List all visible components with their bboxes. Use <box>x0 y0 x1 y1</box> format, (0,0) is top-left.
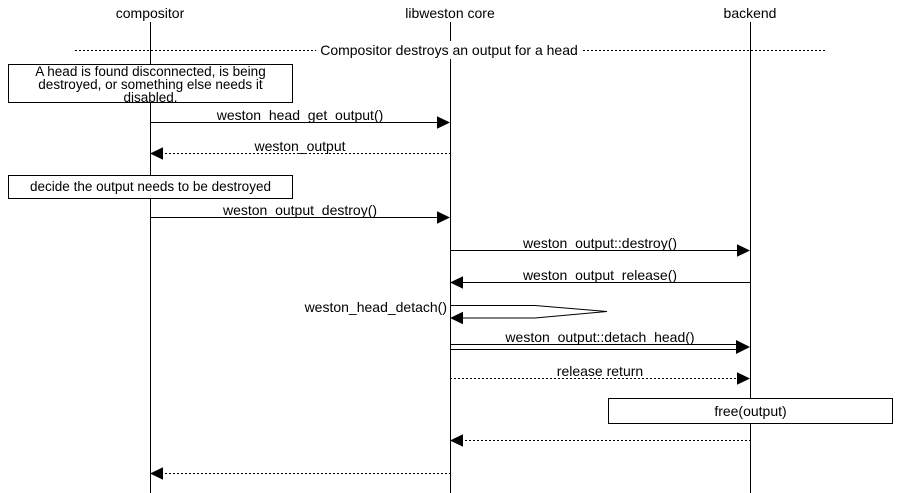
divider-label: Compositor destroys an output for a head <box>316 41 582 59</box>
arrow-weston-output-detach-head <box>450 340 750 354</box>
label-weston-output-vfunc-destroy: weston_output::destroy() <box>522 235 678 251</box>
label-weston-head-detach: weston_head_detach() <box>304 299 447 315</box>
arrow-weston-head-get-output <box>150 116 450 129</box>
note-line: decide the output needs to be destroyed <box>30 179 271 194</box>
label-weston-output-release: weston_output_release() <box>522 267 678 283</box>
arrow-weston-output-destroy <box>150 211 450 224</box>
arrow-weston-head-detach-self-call <box>450 305 608 325</box>
label-weston-output-return: weston_output <box>254 138 346 154</box>
note-line: disabled. <box>123 89 178 105</box>
label-release-return: release return <box>556 363 644 379</box>
note-head-disconnected: A head is found disconnected, is being d… <box>8 64 293 105</box>
arrow-return-to-compositor <box>150 467 450 480</box>
arrow-weston-output-return <box>150 147 450 160</box>
note-decide-destroy: decide the output needs to be destroyed <box>8 175 293 199</box>
label-weston-head-get-output: weston_head_get_output() <box>216 107 384 123</box>
action-box-label: free(output) <box>714 403 787 419</box>
arrow-return-to-core <box>450 434 750 447</box>
note-line: A head is found disconnected, is being <box>35 64 266 79</box>
action-box-free-output: free(output) <box>608 398 893 424</box>
actor-label-compositor: compositor <box>115 5 185 21</box>
arrow-release-return <box>450 372 750 385</box>
arrow-weston-output-release <box>450 276 750 289</box>
actor-label-backend: backend <box>723 5 777 21</box>
label-weston-output-destroy: weston_output_destroy() <box>222 202 378 218</box>
arrow-weston-output-vfunc-destroy <box>450 244 750 257</box>
note-line: destroyed, or something else needs it <box>38 76 263 92</box>
actor-label-libweston-core: libweston core <box>405 5 495 21</box>
label-weston-output-detach-head: weston_output::detach_head() <box>505 329 695 345</box>
